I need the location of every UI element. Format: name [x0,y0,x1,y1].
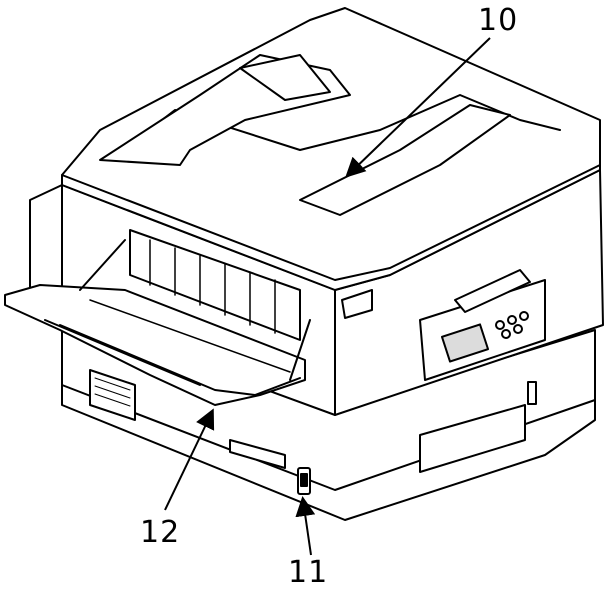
callout-label-12: 12 [140,515,181,550]
leader-arrow-12 [164,408,215,511]
callout-label-10: 10 [478,3,519,38]
display-screen [440,323,490,363]
leader-arrow-11 [295,496,316,556]
top-cover [61,7,601,291]
callout-label-11: 11 [288,555,329,590]
multipurpose-tray [4,284,306,406]
leader-arrow-10 [345,37,491,178]
output-tray [299,104,511,216]
